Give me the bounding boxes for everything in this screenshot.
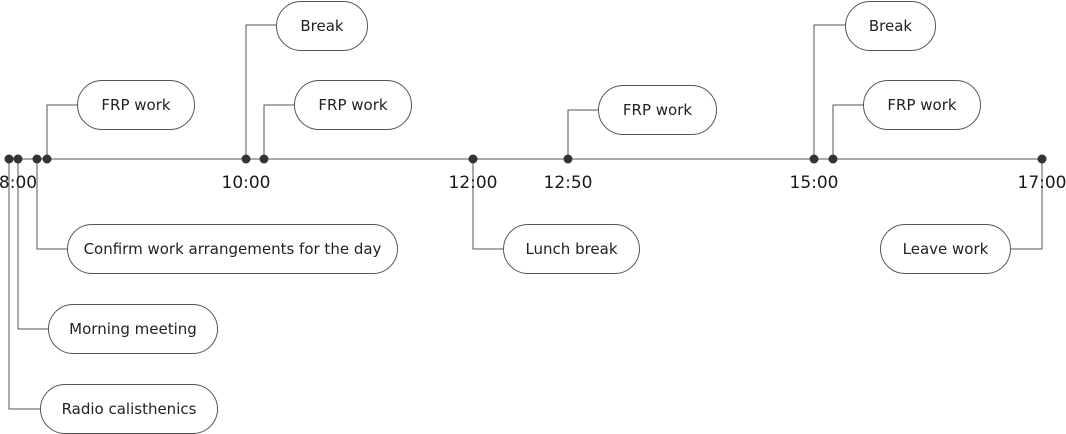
event-box-frp-work: FRP work: [863, 80, 981, 130]
connector-line: [36, 159, 67, 250]
timeline-dot: [563, 154, 573, 164]
timeline-dot: [13, 154, 23, 164]
timeline-dot: [241, 154, 251, 164]
connector-line: [813, 24, 845, 159]
event-box-morning-meeting: Morning meeting: [48, 304, 218, 354]
event-box-frp-work: FRP work: [294, 80, 412, 130]
timeline-dot: [259, 154, 269, 164]
timeline-dot: [4, 154, 14, 164]
tick-label: 15:00: [789, 173, 839, 193]
connector-line: [472, 159, 503, 250]
tick-label: 10:00: [221, 173, 271, 193]
connector-line: [8, 159, 40, 410]
timeline-dot: [828, 154, 838, 164]
event-box-leave-work: Leave work: [880, 224, 1011, 274]
timeline-dot: [42, 154, 52, 164]
event-box-radio-calisthenics: Radio calisthenics: [40, 384, 218, 434]
event-box-frp-work: FRP work: [598, 85, 717, 135]
timeline-dot: [1037, 154, 1047, 164]
timeline-dot: [468, 154, 478, 164]
connector-line: [17, 159, 48, 330]
timeline-dot: [32, 154, 42, 164]
connector-line: [245, 24, 276, 159]
event-box-break: Break: [845, 1, 936, 51]
event-box-lunch-break: Lunch break: [503, 224, 640, 274]
tick-label: 17:00: [1017, 173, 1066, 193]
timeline-dot: [809, 154, 819, 164]
connector-line: [263, 104, 294, 159]
tick-label: 8:00: [0, 173, 38, 193]
tick-label: 12:00: [448, 173, 498, 193]
connector-line: [567, 109, 598, 159]
tick-label: 12:50: [543, 173, 593, 193]
event-box-confirm-work: Confirm work arrangements for the day: [67, 224, 398, 274]
event-box-frp-work: FRP work: [77, 80, 195, 130]
event-box-break: Break: [276, 1, 368, 51]
connector-line: [1011, 159, 1043, 250]
connector-line: [832, 104, 863, 159]
connector-line: [46, 104, 77, 159]
